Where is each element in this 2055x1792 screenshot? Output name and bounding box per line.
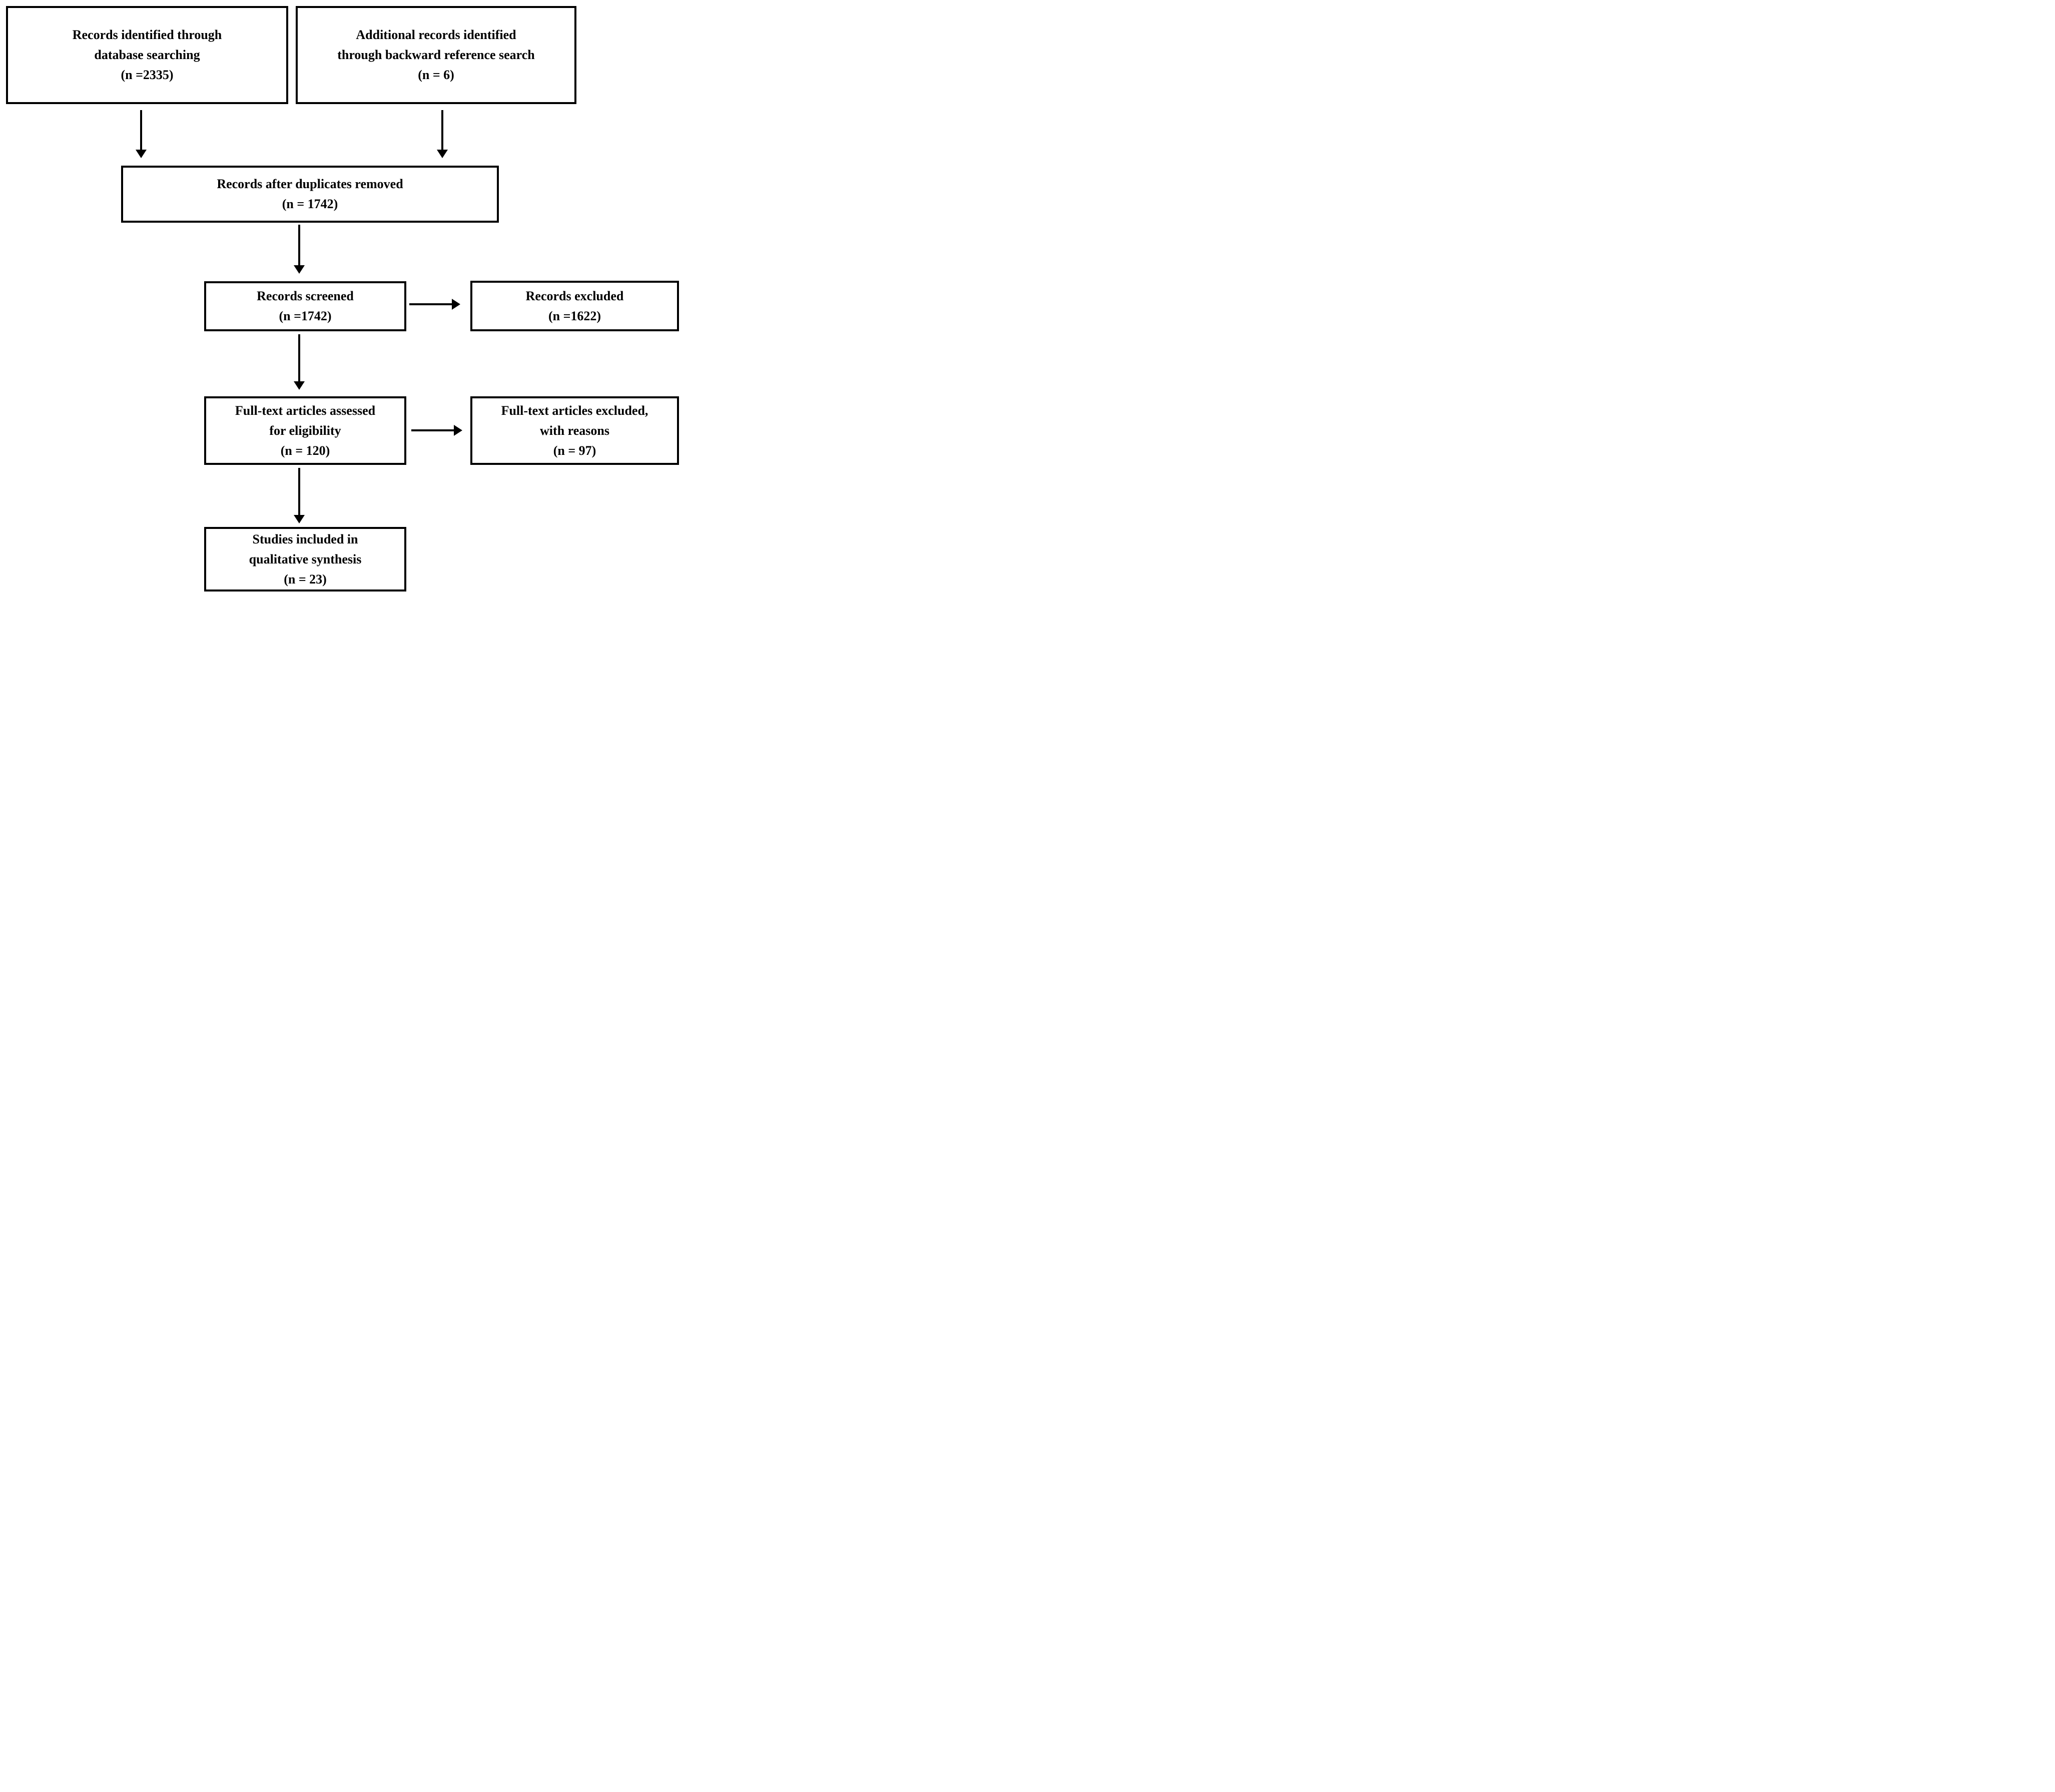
arrow-line [298, 225, 300, 265]
arrow-screened-to-fulltext [294, 334, 305, 390]
node-count: (n = 23) [284, 571, 327, 586]
node-count: (n = 120) [280, 443, 330, 458]
node-line: through backward reference search [337, 48, 535, 62]
arrow-screened-to-excluded [409, 299, 460, 310]
node-records-deduplicated: Records after duplicates removed (n = 17… [121, 166, 499, 223]
node-fulltext-assessed: Full-text articles assessed for eligibil… [204, 396, 406, 465]
arrow-line [298, 468, 300, 515]
arrow-fulltext-to-included [294, 468, 305, 523]
arrow-line [411, 429, 454, 431]
node-studies-included: Studies included in qualitative synthesi… [204, 527, 406, 591]
node-additional-records: Additional records identified through ba… [296, 6, 576, 104]
node-count: (n = 1742) [282, 197, 338, 211]
arrow-line [409, 303, 452, 305]
arrow-line [298, 334, 300, 381]
node-line: with reasons [540, 423, 609, 438]
arrow-line [441, 110, 443, 150]
node-line: Records excluded [525, 288, 624, 303]
arrow-deduplicated-to-screened [294, 225, 305, 274]
node-line: Records after duplicates removed [217, 177, 403, 191]
node-line: Full-text articles assessed [235, 403, 376, 418]
node-line: Records screened [257, 289, 354, 303]
prisma-flow-diagram: Records identified through database sear… [0, 0, 685, 598]
node-line: for eligibility [269, 423, 341, 438]
arrow-head-down-icon [294, 515, 305, 523]
node-line: Additional records identified [356, 28, 516, 42]
node-count: (n =1742) [279, 309, 332, 323]
arrow-fulltext-to-excluded [411, 425, 462, 436]
node-line: Full-text articles excluded, [501, 403, 648, 418]
arrow-head-right-icon [452, 299, 460, 310]
node-count: (n =2335) [121, 68, 174, 82]
node-records-excluded: Records excluded (n =1622) [470, 281, 679, 331]
arrow-head-right-icon [454, 425, 462, 436]
node-count: (n =1622) [548, 308, 601, 323]
node-records-identified: Records identified through database sear… [6, 6, 288, 104]
arrow-head-down-icon [437, 150, 448, 158]
node-line: Records identified through [72, 28, 222, 42]
arrow-additional-to-deduplicated [437, 110, 448, 158]
arrow-line [140, 110, 142, 150]
arrow-identified-to-deduplicated [136, 110, 147, 158]
node-fulltext-excluded: Full-text articles excluded, with reason… [470, 396, 679, 465]
arrow-head-down-icon [294, 381, 305, 390]
node-line: qualitative synthesis [249, 551, 362, 566]
node-line: Studies included in [252, 531, 358, 546]
arrow-head-down-icon [136, 150, 147, 158]
node-line: database searching [94, 48, 200, 62]
node-count: (n = 6) [418, 68, 454, 82]
node-count: (n = 97) [553, 443, 596, 458]
node-records-screened: Records screened (n =1742) [204, 281, 406, 331]
arrow-head-down-icon [294, 265, 305, 274]
